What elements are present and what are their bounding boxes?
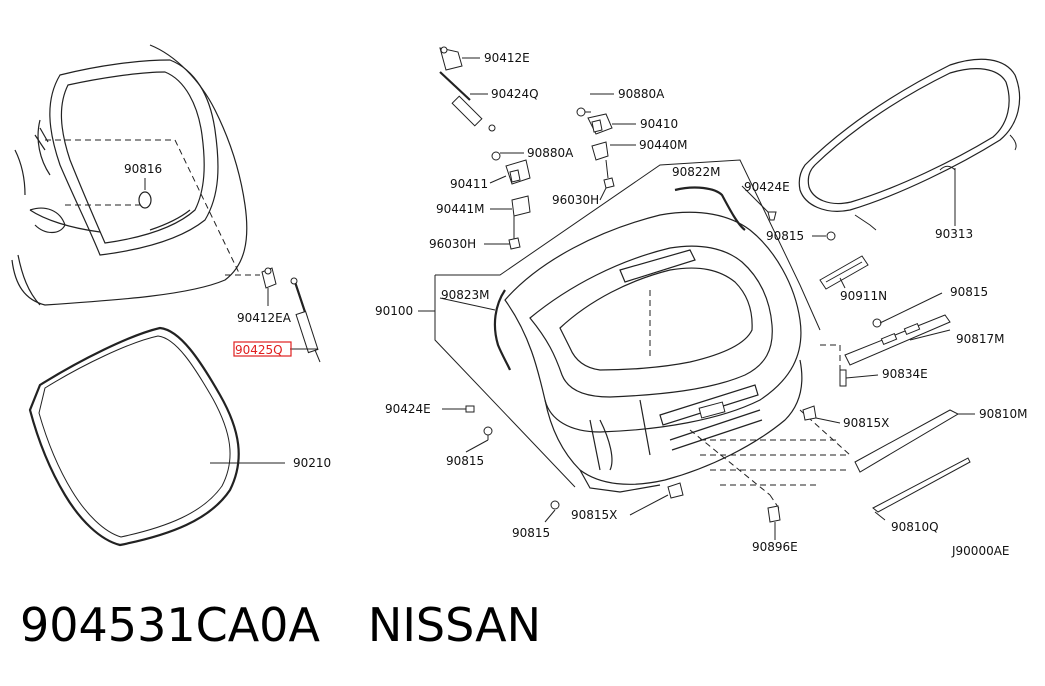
weatherstrip-seal-part [28,326,240,547]
label-90425Q: 90425Q [235,343,283,357]
clip-90815-d-part [550,500,560,510]
plug-90815X-bottom-part [667,482,684,499]
label-90880A-mid: 90880A [527,146,574,160]
label-90817M: 90817M [956,332,1005,346]
gas-strut-part [290,277,321,363]
brand-name: NISSAN [367,598,542,652]
bolt-90834E-part [839,369,847,387]
hinge-90412E-part [439,46,463,71]
label-90100: 90100 [375,304,413,318]
label-90441M: 90441M [436,202,485,216]
label-96030H-mid: 96030H [552,193,599,207]
label-90210: 90210 [293,456,331,470]
label-90816: 90816 [124,162,162,176]
label-90815-c: 90815 [446,454,484,468]
molding-90823M-part [493,289,512,371]
clip-90815-b-part [872,318,882,328]
label-90412E: 90412E [484,51,530,65]
bolt-90880A-mid-part [491,151,501,161]
label-96030H-left: 96030H [429,237,476,251]
highlight-box [233,341,292,357]
label-90834E: 90834E [882,367,928,381]
label-90410: 90410 [640,117,678,131]
label-90815-b: 90815 [950,285,988,299]
label-90880A-top: 90880A [618,87,665,101]
strut-bracket-part [261,267,277,305]
label-90424Q: 90424Q [491,87,539,101]
hinge-90411-part [505,159,531,185]
hinge-90410-part [587,113,613,135]
molding-90822M-part [674,186,746,231]
label-90911N: 90911N [840,289,887,303]
label-90815-a: 90815 [766,229,804,243]
bolt-90880A-part [576,107,591,117]
label-90823M: 90823M [441,288,490,302]
label-90424E-left: 90424E [385,402,431,416]
label-90440M: 90440M [639,138,688,152]
label-90411: 90411 [450,177,488,191]
label-90810M: 90810M [979,407,1028,421]
label-90822M: 90822M [672,165,721,179]
leader-lines [144,57,975,540]
label-90313: 90313 [935,227,973,241]
part-number: 904531CA0A [20,598,320,652]
garnish-90817M-part [844,314,951,366]
nut-96030H-part [603,177,615,189]
nut-96030H-left-part [508,237,521,250]
label-90815X-right: 90815X [843,416,889,430]
label-90815-d: 90815 [512,526,550,540]
clip-90424E-left-part [465,405,475,413]
footer: 904531CA0A NISSAN [20,598,541,652]
garnish-90810Q-part [872,457,971,513]
gas-strut-90424Q-part [439,71,496,132]
clip-90815-a-part [826,231,836,241]
label-90896E: 90896E [752,540,798,554]
label-90810Q: 90810Q [891,520,939,534]
clip-90896E-part [767,505,781,523]
plug-90815X-right-part [802,405,817,421]
clip-90424E-part [767,211,777,221]
garnish-90911N-part [819,255,869,290]
back-glass-part [798,58,1021,231]
bracket-90440M-part [591,141,609,179]
back-door-panel-part [504,211,803,493]
clip-90815-c-part [483,426,493,440]
diagram-code: J90000AE [951,544,1010,558]
label-90424E-top: 90424E [744,180,790,194]
label-90815X-bottom: 90815X [571,508,617,522]
part-labels: 90816 90412EA 90425Q 90210 90412E 90424Q… [124,51,1028,558]
label-90412EA: 90412EA [237,311,292,325]
bracket-90441M-part [511,195,531,240]
